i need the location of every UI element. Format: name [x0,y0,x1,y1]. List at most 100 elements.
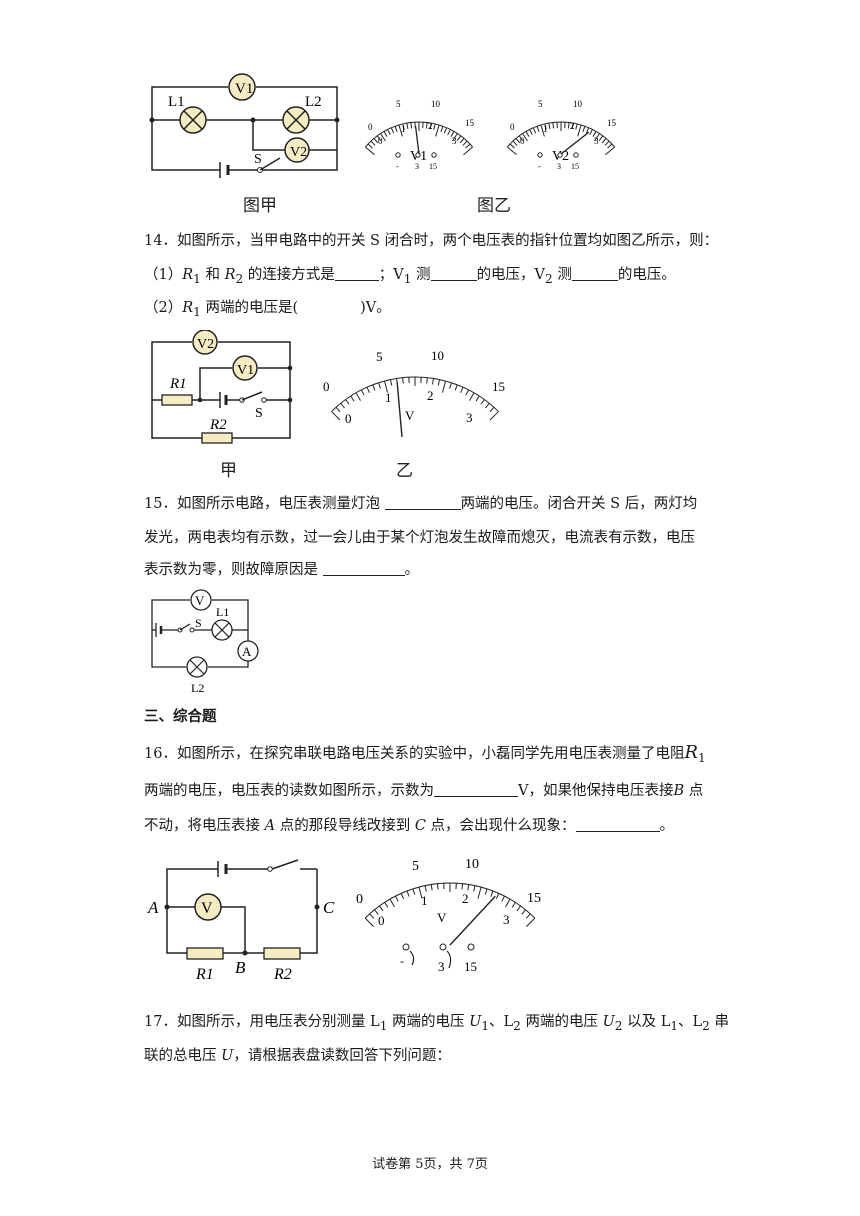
svg-text:0: 0 [356,892,363,907]
svg-text:0: 0 [378,136,383,146]
dial-tick [406,122,409,130]
svg-text:1: 1 [385,390,392,405]
dial-tick [460,386,464,393]
dial-tick [526,917,536,927]
dial-tick [511,902,516,908]
dial-tick [443,127,448,134]
dial-tick [607,143,613,149]
dial-tick [440,126,444,133]
dial-tick [345,399,350,405]
dial-tick [489,406,495,413]
dial-tick [552,122,555,129]
dial-tick [450,131,455,137]
dial-tick [475,395,480,402]
dial-tick [489,411,499,421]
svg-text:0: 0 [520,136,525,146]
dial-tick [433,123,436,130]
dial-tick [582,126,586,133]
dial-tick [465,389,470,396]
dial-tick [516,905,521,912]
dial-tick [367,143,373,149]
svg-text:C: C [323,898,335,917]
page-footer: 试卷第 5页，共 7页 [372,1157,488,1172]
dial-tick [567,122,570,129]
svg-text:15: 15 [492,379,505,394]
resistor-r2-icon [263,947,301,960]
dial-tick [369,913,375,919]
svg-text:15: 15 [527,891,541,906]
voltmeter-dial-q16: 0 5 10 15 0 1 2 3 V - 3 15 [356,857,541,974]
dial-tick [456,135,462,141]
svg-text:V1: V1 [237,363,254,378]
voltmeter-v1-icon [228,73,256,101]
svg-text:3: 3 [594,136,599,146]
dial-tick [589,129,593,136]
dial-tick [412,888,416,895]
svg-text:V: V [201,900,213,917]
dial-tick [379,905,384,912]
dial-tick [484,888,488,895]
dial-tick [410,122,413,129]
meter-label: V [405,408,415,423]
svg-text:3: 3 [557,162,561,171]
dial-tick [463,146,473,156]
dial-tick [592,131,597,137]
dial-tick [364,917,374,927]
blank-v2-measures[interactable] [571,265,618,281]
dial-tick [536,126,540,133]
dial-tick [601,138,607,144]
dial-tick [395,895,399,902]
svg-text:15: 15 [607,118,617,128]
blank-voltage-reading[interactable] [434,781,518,797]
svg-text:3: 3 [438,959,445,974]
dial-tick [366,386,370,393]
blank-v1-measures[interactable] [430,265,477,281]
dial-tick [360,389,365,396]
dial-tick [436,883,439,890]
dial-tick [376,135,382,141]
dial-tick [387,129,391,136]
voltmeter-v2-icon [192,330,218,355]
dial-tick [454,384,458,391]
blank-phenomenon[interactable] [575,816,660,832]
q15-line1: 15．如图所示电路，电压表测量灯泡 两端的电压。闭合开关 S 后，两灯均 [144,494,698,512]
dial-tick [384,902,389,908]
v1-label: V1 [235,81,253,97]
voltmeter-v1-icon [232,355,258,381]
q16-line3: 不动，将电压表接 A 点的那段导线改接到 C 点，会出现什么现象：。 [144,816,675,834]
svg-text:L1: L1 [216,605,229,619]
dial-tick [512,140,518,146]
svg-text:R2: R2 [209,417,227,433]
svg-text:3: 3 [452,136,457,146]
dial-tick [425,122,428,129]
svg-text:2: 2 [570,121,575,131]
svg-text:A: A [242,644,252,659]
q17-line2: 联的总电压 U，请根据表盘读数回答下列问题： [144,1048,451,1064]
dial-needle [560,131,590,155]
dial-tick [437,379,441,386]
dial-tick [370,140,376,146]
dial-tick [383,131,388,137]
svg-text:15: 15 [465,118,475,128]
blank-fault-reason[interactable] [322,560,405,576]
dial-tick [522,133,528,142]
resistor-r2-icon [201,432,233,444]
figure-circuit-q15: V S L1 A L2 [151,589,259,695]
q15-line3: 表示数为零，则故障原因是 。 [144,560,420,578]
switch-s-label: S [254,152,262,167]
dial-tick [426,377,428,384]
dial-needle [396,382,403,438]
dial-tick [605,146,615,156]
svg-text:0: 0 [510,122,515,132]
dial-tick [365,146,375,156]
blank-connection-type[interactable] [334,265,379,281]
dial-tick [501,895,505,902]
dial-tick [495,893,500,900]
dial-tick [485,402,490,409]
voltmeter-icon [190,589,212,611]
voltmeter-icon [194,893,222,921]
voltmeter-v2-icon [284,137,310,163]
blank-lamp[interactable] [384,494,461,510]
dial-tick [604,140,610,146]
svg-text:2: 2 [428,121,433,131]
